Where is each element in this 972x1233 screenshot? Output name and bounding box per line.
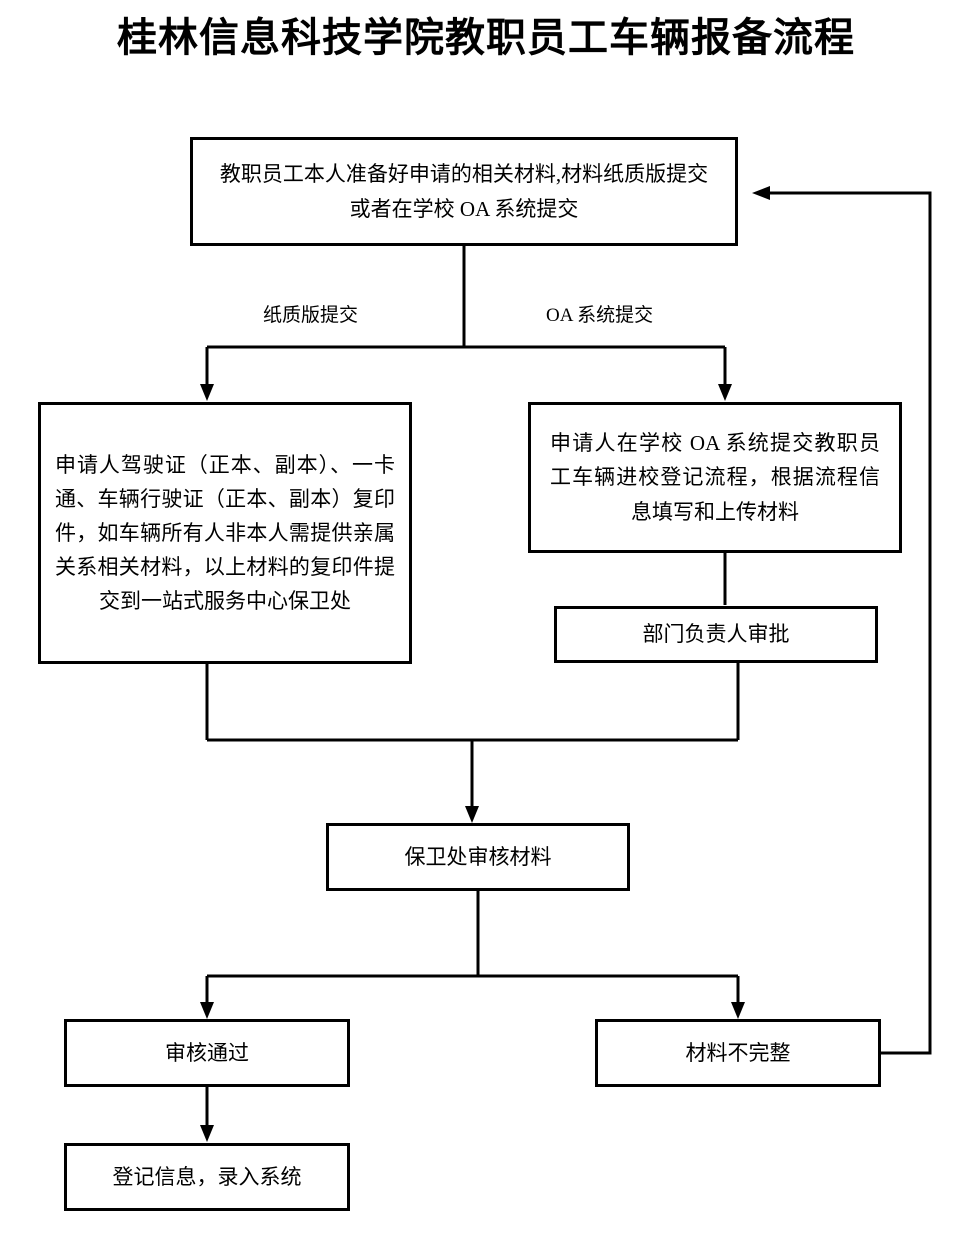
node-review-passed-label: 审核通过: [165, 1040, 249, 1065]
edge-label-paper-branch: 纸质版提交: [263, 305, 359, 326]
node-paper-materials-label: 申请人驾驶证（正本、副本）、一卡通、车辆行驶证（正本、副本）复印件，如车辆所有人…: [55, 452, 395, 614]
arrowhead-start-loop: [752, 186, 770, 200]
node-paper-materials[interactable]: 申请人驾驶证（正本、副本）、一卡通、车辆行驶证（正本、副本）复印件，如车辆所有人…: [38, 402, 412, 664]
node-materials-incomplete-label: 材料不完整: [685, 1040, 791, 1065]
node-start[interactable]: 教职员工本人准备好申请的相关材料,材料纸质版提交或者在学校 OA 系统提交: [190, 137, 738, 246]
node-dept-approval[interactable]: 部门负责人审批: [554, 606, 878, 663]
arrowhead-register-info: [200, 1125, 214, 1142]
node-materials-incomplete[interactable]: 材料不完整: [595, 1019, 881, 1087]
arrowhead-review-passed: [200, 1002, 214, 1019]
node-register-info-label: 登记信息，录入系统: [112, 1164, 302, 1189]
node-oa-submit-label: 申请人在学校 OA 系统提交教职员工车辆进校登记流程，根据流程信息填写和上传材料: [550, 431, 880, 524]
node-security-review[interactable]: 保卫处审核材料: [326, 823, 630, 891]
arrowhead-security-review: [465, 806, 479, 823]
arrowhead-materials-incomplete: [731, 1002, 745, 1019]
arrowhead-oa-submit: [718, 384, 732, 401]
edge-label-oa-branch: OA 系统提交: [546, 305, 654, 326]
arrowhead-paper-materials: [200, 384, 214, 401]
node-review-passed[interactable]: 审核通过: [64, 1019, 350, 1087]
page-title: 桂林信息科技学院教职员工车辆报备流程: [117, 16, 855, 60]
node-oa-submit[interactable]: 申请人在学校 OA 系统提交教职员工车辆进校登记流程，根据流程信息填写和上传材料: [528, 402, 902, 553]
node-security-review-label: 保卫处审核材料: [404, 844, 552, 869]
node-dept-approval-label: 部门负责人审批: [642, 622, 790, 647]
node-register-info[interactable]: 登记信息，录入系统: [64, 1143, 350, 1211]
node-start-label: 教职员工本人准备好申请的相关材料,材料纸质版提交或者在学校 OA 系统提交: [219, 162, 709, 221]
